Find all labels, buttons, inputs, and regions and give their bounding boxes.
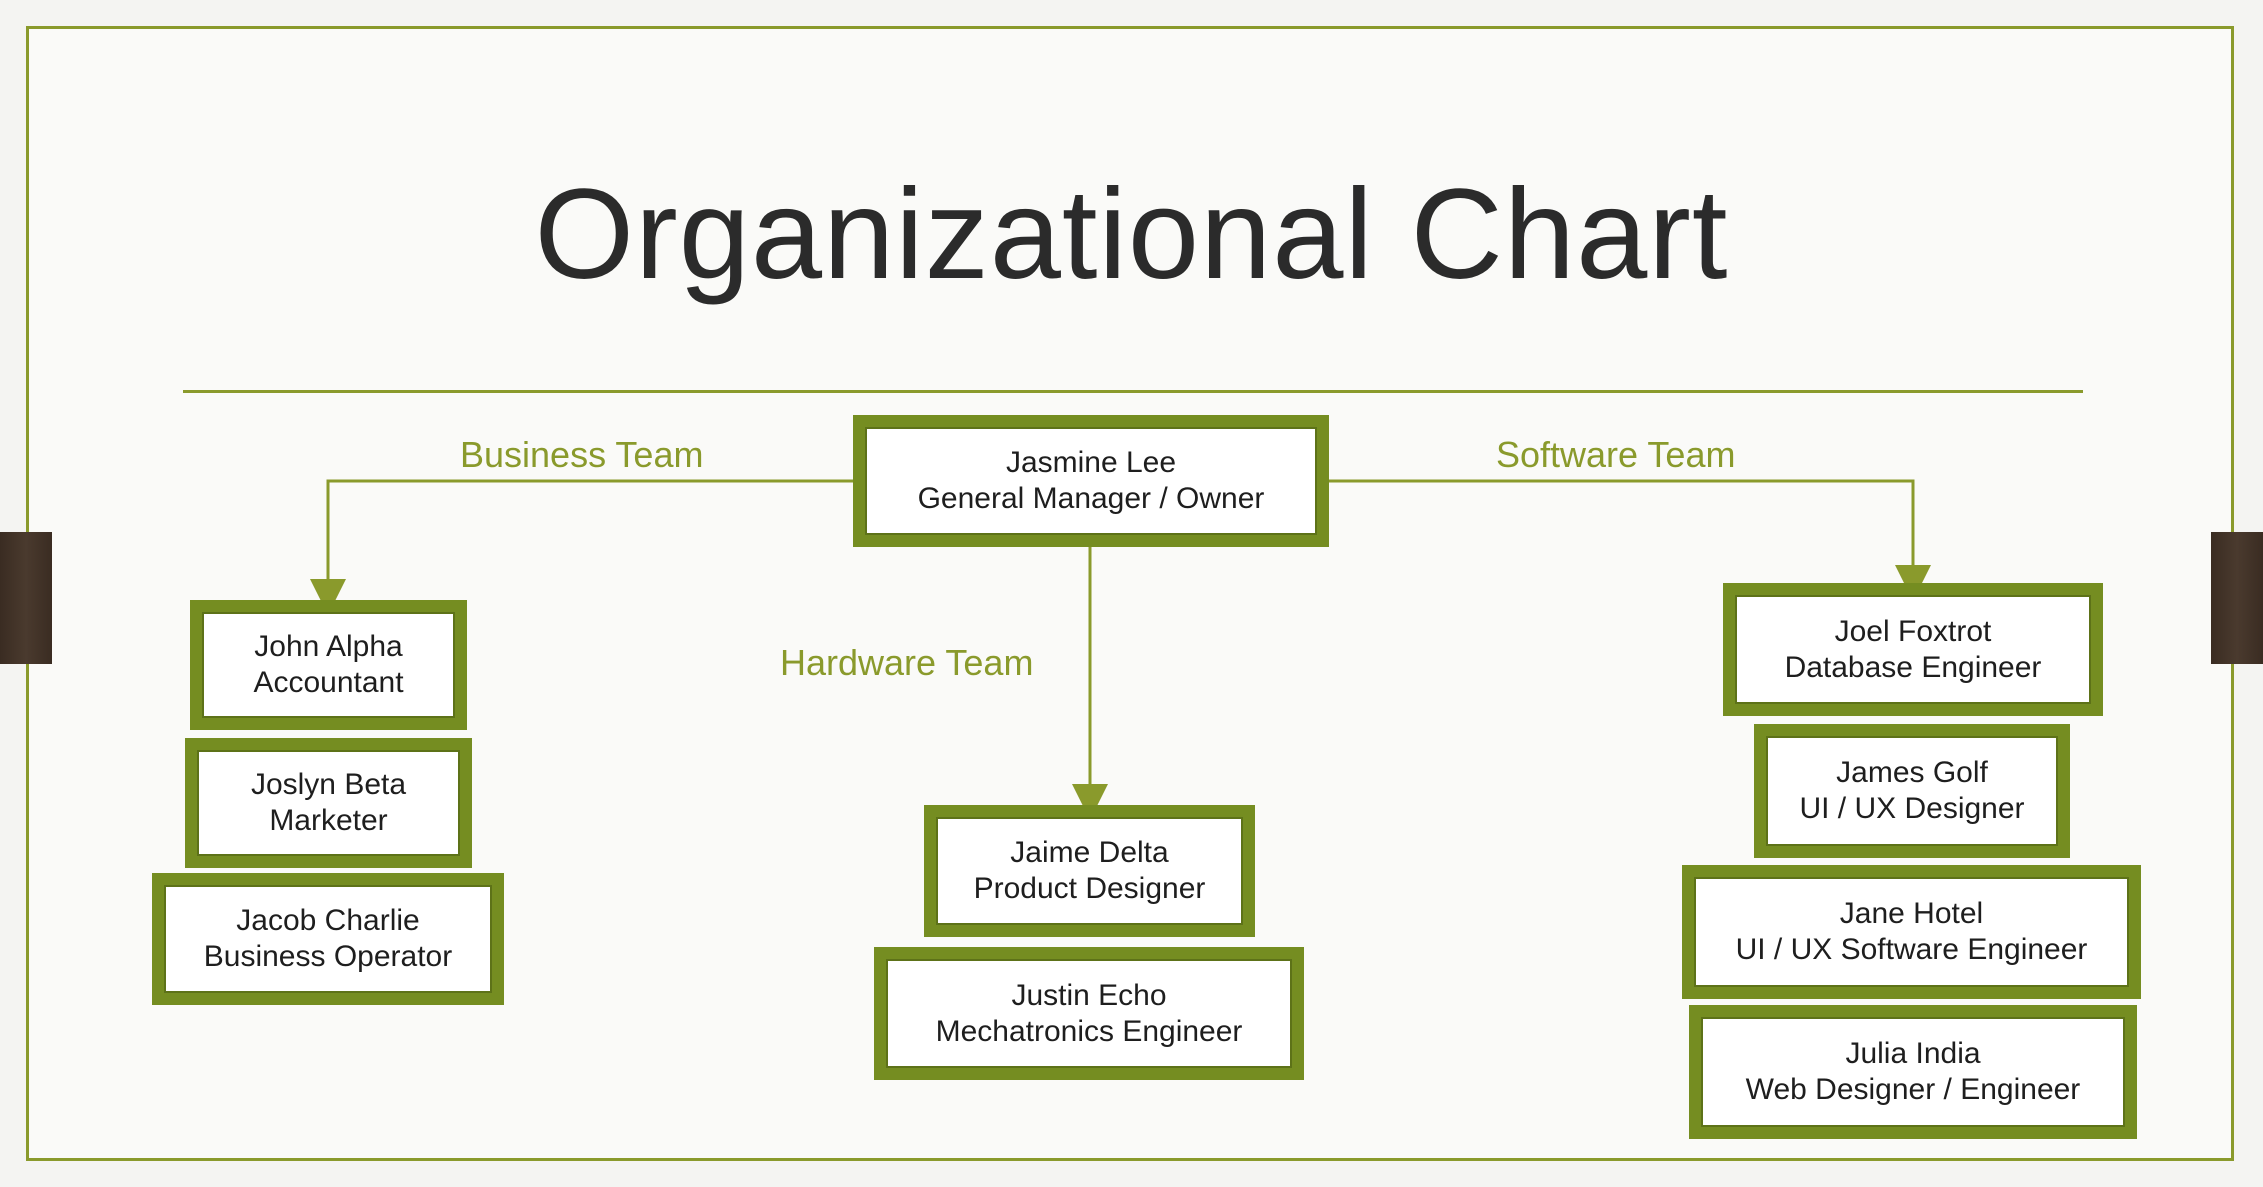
node-name: James Golf: [1836, 756, 1988, 789]
page-title: Organizational Chart: [534, 163, 1729, 306]
node-name: Joslyn Beta: [250, 768, 407, 801]
node-role: Accountant: [253, 666, 404, 699]
node-role: UI / UX Software Engineer: [1735, 933, 2088, 966]
left-binder-tab: [0, 532, 52, 664]
node-name: Julia India: [1845, 1037, 1981, 1070]
node-role: Marketer: [269, 804, 388, 837]
node-hardware-2[interactable]: Justin Echo Mechatronics Engineer: [874, 947, 1304, 1080]
right-binder-tab: [2211, 532, 2263, 664]
node-software-4[interactable]: Julia India Web Designer / Engineer: [1689, 1005, 2137, 1139]
node-software-2[interactable]: James Golf UI / UX Designer: [1754, 724, 2070, 858]
node-software-3[interactable]: Jane Hotel UI / UX Software Engineer: [1682, 865, 2141, 999]
node-name: Jaime Delta: [1010, 836, 1169, 869]
node-role: Database Engineer: [1784, 650, 2042, 684]
node-name: Jasmine Lee: [1005, 446, 1177, 479]
node-name: John Alpha: [254, 630, 403, 663]
node-name: Justin Echo: [1011, 978, 1167, 1012]
node-role: Mechatronics Engineer: [935, 1014, 1243, 1048]
node-role: Web Designer / Engineer: [1745, 1073, 2081, 1106]
node-business-3[interactable]: Jacob Charlie Business Operator: [152, 873, 504, 1005]
node-role: Business Operator: [203, 940, 453, 973]
node-role: General Manager / Owner: [917, 482, 1265, 515]
node-hardware-1[interactable]: Jaime Delta Product Designer: [924, 805, 1255, 937]
team-label-hardware: Hardware Team: [780, 642, 1034, 683]
node-name: Joel Foxtrot: [1834, 614, 1992, 648]
node-business-1[interactable]: John Alpha Accountant: [190, 600, 467, 730]
node-name: Jane Hotel: [1839, 897, 1984, 930]
title-divider: [183, 390, 2083, 393]
connector-software: [1328, 479, 1931, 601]
team-label-business: Business Team: [460, 434, 704, 475]
root-node[interactable]: Jasmine Lee General Manager / Owner: [853, 415, 1329, 547]
node-role: UI / UX Designer: [1799, 792, 2025, 825]
node-name: Jacob Charlie: [236, 904, 420, 937]
node-role: Product Designer: [973, 872, 1206, 905]
team-label-software: Software Team: [1496, 434, 1736, 475]
connector-business: [310, 479, 853, 615]
node-business-2[interactable]: Joslyn Beta Marketer: [185, 738, 472, 868]
node-software-1[interactable]: Joel Foxtrot Database Engineer: [1723, 583, 2103, 716]
